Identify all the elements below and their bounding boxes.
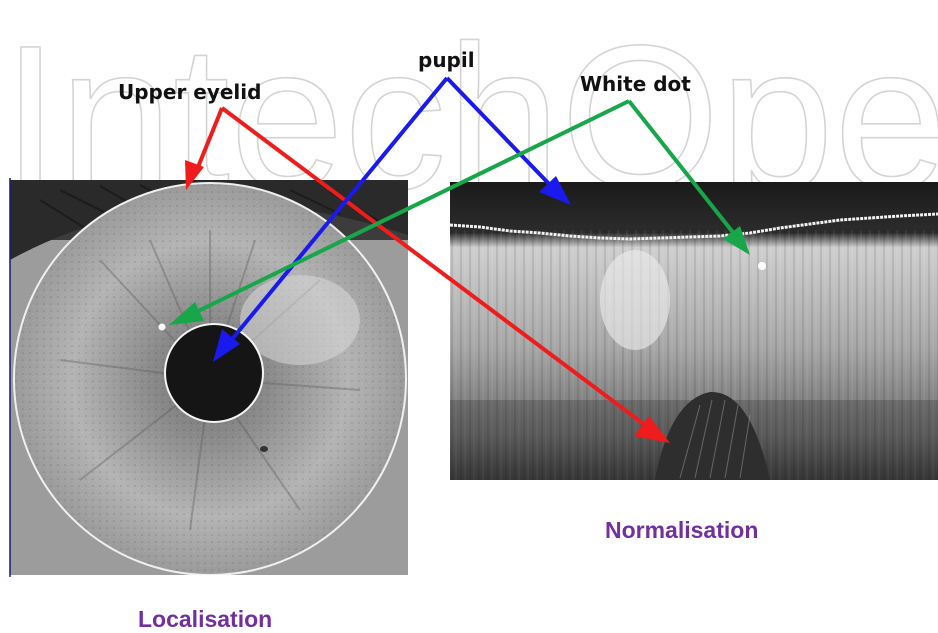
normalisation-caption: Normalisation xyxy=(605,517,758,544)
normalised-iris-image xyxy=(450,182,938,480)
white-dot xyxy=(159,324,166,331)
localisation-caption: Localisation xyxy=(138,606,272,633)
white-dot-label: White dot xyxy=(580,72,691,96)
pupil-label: pupil xyxy=(418,48,475,72)
upper-eyelid-label: Upper eyelid xyxy=(118,80,261,104)
